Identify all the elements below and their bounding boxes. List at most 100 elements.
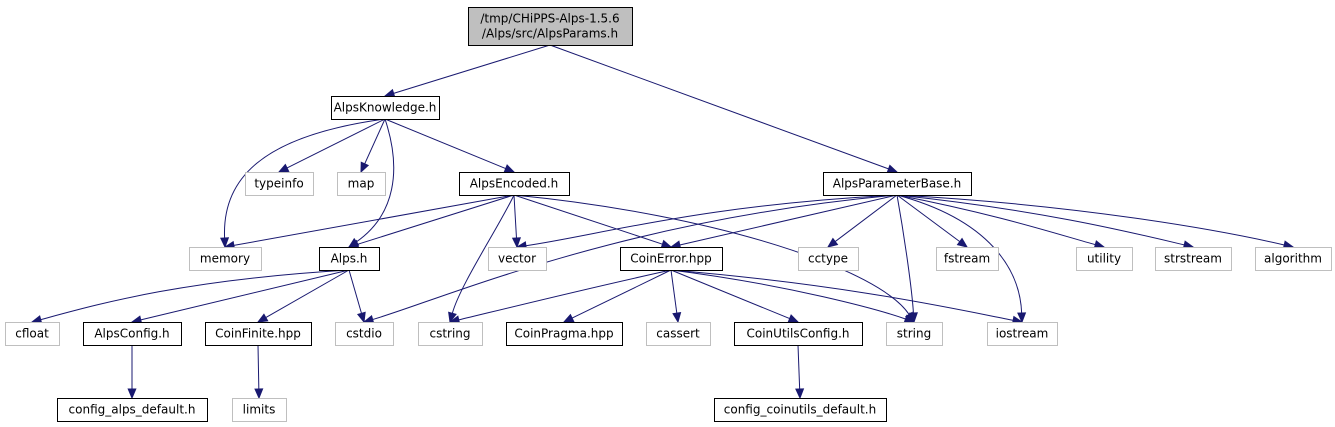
edge-line — [670, 269, 906, 320]
node-box — [83, 322, 182, 346]
edge-arrowhead — [448, 311, 457, 324]
node-box — [1076, 247, 1133, 271]
node-box — [331, 96, 440, 120]
node-label: CoinPragma.hpp — [514, 327, 613, 341]
edge-coinerror-to-cassert — [670, 269, 682, 324]
node-label: iostream — [996, 327, 1049, 341]
edge-alpsconfig-to-config_alps_default — [127, 345, 137, 400]
node-map: map — [337, 172, 386, 196]
edge-root-to-alpsparameterbase — [549, 44, 899, 174]
node-coinutilsconfig[interactable]: CoinUtilsConfig.h — [734, 322, 863, 346]
edge-arrowhead — [503, 164, 516, 173]
edge-line — [140, 269, 350, 321]
edge-alps-to-alpsconfig — [130, 269, 350, 325]
edge-coinerror-to-cstring — [448, 269, 672, 325]
node-label: algorithm — [1264, 252, 1322, 266]
node-config_alps_default[interactable]: config_alps_default.h — [57, 398, 208, 422]
edge-arrowhead — [562, 313, 575, 323]
edge-line — [896, 194, 1185, 246]
node-label: CoinError.hpp — [630, 252, 711, 266]
node-box — [734, 322, 863, 346]
node-alpsencoded[interactable]: AlpsEncoded.h — [459, 172, 570, 196]
edge-line — [393, 44, 551, 94]
edge-arrowhead — [787, 314, 800, 323]
node-config_coinutils_default[interactable]: config_coinutils_default.h — [714, 398, 887, 422]
node-label: map — [348, 177, 375, 191]
node-label: cstdio — [346, 327, 382, 341]
edge-line — [257, 344, 260, 390]
edge-line — [451, 194, 515, 314]
node-vector: vector — [488, 247, 547, 271]
node-root[interactable]: /tmp/CHiPPS-Alps-1.5.6/Alps/src/AlpsPara… — [468, 7, 633, 46]
node-box — [1155, 247, 1232, 271]
node-label: AlpsConfig.h — [94, 327, 169, 341]
edge-arrowhead — [908, 312, 918, 324]
node-alpsparameterbase[interactable]: AlpsParameterBase.h — [823, 172, 972, 196]
node-box — [987, 322, 1058, 346]
edge-alpsknowledge-to-map — [360, 118, 386, 174]
node-alpsknowledge[interactable]: AlpsKnowledge.h — [331, 96, 440, 120]
node-strstream: strstream — [1155, 247, 1232, 271]
edge-coinerror-to-iostream — [670, 269, 1024, 325]
node-label: config_coinutils_default.h — [724, 403, 876, 417]
edge-alpsparameterbase-to-fstream — [896, 194, 969, 248]
edge-alpsparameterbase-to-string — [896, 194, 918, 324]
node-iostream: iostream — [987, 322, 1058, 346]
node-box — [335, 322, 394, 346]
node-box — [886, 322, 943, 346]
edge-arrowhead — [795, 388, 805, 400]
edge-arrowhead — [672, 311, 682, 324]
edge-coinerror-to-coinpragma — [562, 269, 672, 323]
node-alpsconfig[interactable]: AlpsConfig.h — [83, 322, 182, 346]
node-utility: utility — [1076, 247, 1133, 271]
node-label: /tmp/CHiPPS-Alps-1.5.6 — [480, 12, 619, 26]
node-label: string — [897, 327, 931, 341]
edge-line — [364, 118, 386, 165]
edge-arrowhead — [360, 161, 370, 174]
node-cfloat: cfloat — [5, 322, 60, 346]
edge-alpsencoded-to-coinerror — [513, 194, 673, 249]
node-label: cctype — [808, 252, 848, 266]
edge-line — [458, 269, 672, 321]
node-fstream: fstream — [936, 247, 999, 271]
edge-alpsparameterbase-to-strstream — [896, 194, 1195, 250]
edge-line — [40, 269, 350, 321]
edge-arrowhead — [254, 388, 264, 400]
node-label: CoinFinite.hpp — [215, 327, 301, 341]
node-limits: limits — [232, 398, 287, 422]
edge-line — [384, 118, 506, 170]
edge-line — [357, 194, 515, 245]
node-coinerror[interactable]: CoinError.hpp — [620, 247, 723, 271]
node-label: strstream — [1164, 252, 1222, 266]
edge-coinerror-to-coinutilsconfig — [670, 269, 800, 323]
edge-line — [896, 194, 1096, 246]
edge-alpsknowledge-to-memory — [220, 118, 386, 249]
node-box — [418, 322, 483, 346]
node-box — [189, 247, 262, 271]
edge-line — [233, 194, 515, 246]
node-coinpragma[interactable]: CoinPragma.hpp — [506, 322, 623, 346]
node-label: Alps.h — [331, 252, 368, 266]
edge-arrowhead — [220, 237, 230, 249]
edge-alps-to-coinfinite — [256, 269, 350, 323]
node-box — [488, 247, 547, 271]
edge-line — [224, 118, 386, 239]
edge-arrowhead — [356, 311, 366, 324]
edge-alps-to-cstdio — [348, 269, 366, 324]
edge-line — [896, 194, 1285, 246]
edge-line — [549, 44, 889, 170]
edge-arrowhead — [511, 237, 521, 249]
edge-line — [834, 194, 898, 242]
edge-alpsencoded-to-cstring — [448, 194, 515, 324]
node-algorithm: algorithm — [1255, 247, 1332, 271]
edge-line — [670, 269, 678, 314]
edge-line — [896, 194, 914, 314]
node-coinfinite[interactable]: CoinFinite.hpp — [205, 322, 312, 346]
node-box — [1255, 247, 1332, 271]
edge-line — [513, 194, 663, 245]
node-label: memory — [200, 252, 250, 266]
node-label: cstring — [429, 327, 470, 341]
node-alps[interactable]: Alps.h — [319, 247, 380, 271]
edge-alpsparameterbase-to-utility — [896, 194, 1106, 249]
node-memory: memory — [189, 247, 262, 271]
